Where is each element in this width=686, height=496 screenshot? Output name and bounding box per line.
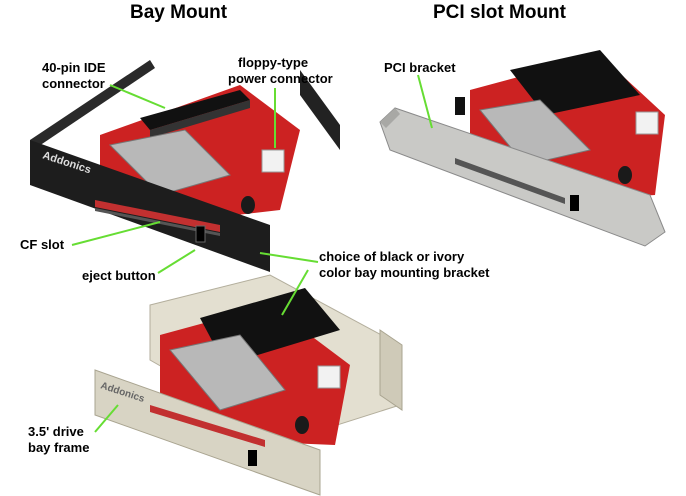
title-bay-mount: Bay Mount <box>130 2 228 23</box>
leader-cf-slot <box>71 221 161 246</box>
ivory-eject-button <box>248 450 257 466</box>
label-pci-bracket: PCI bracket <box>384 60 456 75</box>
ivory-cf-card <box>169 334 286 411</box>
bay-capacitor <box>241 196 255 214</box>
pci-power-connector <box>635 111 659 135</box>
pci-ide-header <box>510 50 640 115</box>
pci-slot-mount <box>379 50 666 247</box>
leader-lines <box>71 74 433 433</box>
bay-cf-slot <box>95 200 220 232</box>
leader-ivory-bracket <box>281 269 309 316</box>
bay-power-connector <box>261 149 285 173</box>
pci-cf-slot <box>455 158 565 204</box>
label-ide-connector-line2: connector <box>42 76 105 91</box>
label-bracket-color-line2: color bay mounting bracket <box>319 265 490 280</box>
label-power-connector-line1: floppy-type <box>238 55 309 70</box>
label-drive-bay-frame-line1: 3.5' drive <box>28 424 84 439</box>
label-ide-connector: 40-pin IDE connector <box>42 60 106 92</box>
ivory-cf-slot <box>150 405 265 447</box>
bay-ide-header <box>140 90 250 130</box>
bay-ide-pins <box>150 100 250 138</box>
black-bracket-side <box>300 70 340 150</box>
title-pci-slot-mount: PCI slot Mount <box>433 2 566 23</box>
leader-black-bracket <box>259 252 319 263</box>
label-ide-connector-line1: 40-pin IDE <box>42 60 106 75</box>
leader-eject-button <box>157 249 196 274</box>
ivory-frame-side <box>379 329 403 411</box>
label-bracket-color-line1: choice of black or ivory <box>319 249 465 264</box>
pci-cf-card <box>479 99 591 166</box>
ivory-faceplate <box>94 369 321 496</box>
leader-pci-bracket <box>417 74 433 129</box>
ivory-power-connector <box>317 365 341 389</box>
bay-cf-card <box>108 129 231 196</box>
label-power-connector-line2: power connector <box>228 71 333 86</box>
black-faceplate <box>30 140 270 272</box>
ivory-capacitor <box>295 416 309 434</box>
label-eject-button: eject button <box>82 268 156 283</box>
pci-capacitor <box>618 166 632 184</box>
bay-eject-button <box>195 225 206 243</box>
leader-ide-connector <box>109 84 166 109</box>
label-bracket-color: choice of black or ivory color bay mount… <box>319 249 489 281</box>
label-drive-bay-frame-line2: bay frame <box>28 440 90 455</box>
black-bracket-top <box>30 60 155 148</box>
label-cf-slot: CF slot <box>20 237 65 252</box>
pci-bracket-tab <box>380 108 400 128</box>
label-drive-bay-frame: 3.5' drive bay frame <box>28 424 89 456</box>
ivory-bay-mount: Addonics <box>94 274 403 496</box>
leader-drive-bay-frame <box>94 404 119 433</box>
label-power-connector: floppy-type power connector <box>228 55 333 87</box>
black-bay-mount: Addonics <box>30 60 340 272</box>
pci-jumper <box>455 97 465 115</box>
pci-eject-button <box>570 195 579 211</box>
